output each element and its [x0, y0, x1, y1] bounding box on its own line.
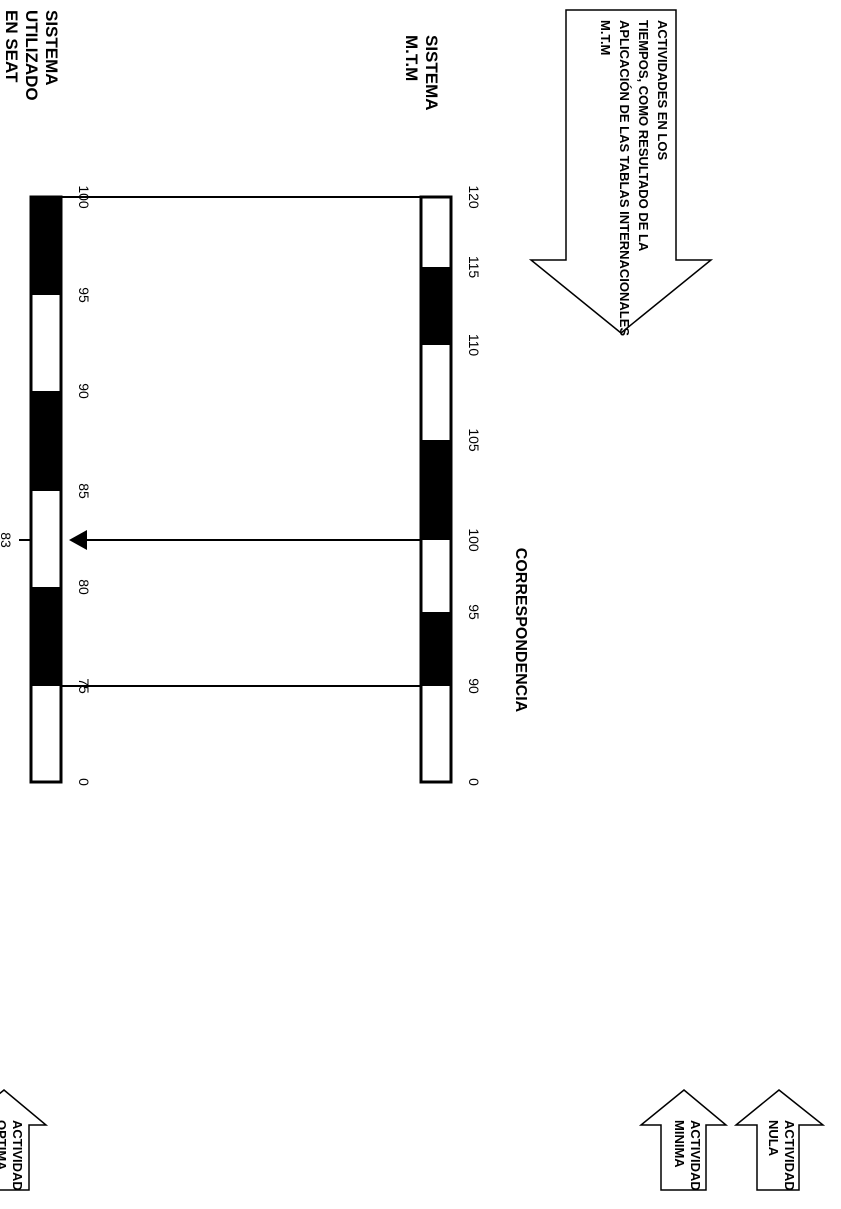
text-line: SISTEMA [422, 35, 441, 111]
text-line: EN SEAT [2, 10, 21, 83]
mtm-tick: 105 [466, 428, 482, 452]
mtm-tick: 115 [466, 256, 482, 279]
text-line: OPTIMA [0, 1120, 9, 1171]
text-line: M.T.M [598, 20, 613, 55]
text-line: M.T.M [402, 35, 421, 81]
bsi-tick: 75 [76, 678, 92, 694]
arrow-minima: ACTIVIDADMINIMA [638, 1089, 729, 1191]
mtm-bar [419, 195, 453, 784]
arrow-optima: ACTIVIDADOPTIMA [0, 1089, 49, 1191]
bsi-ticks: 100 95 90 85 80 75 0 [76, 185, 92, 786]
bsi-tick: 85 [76, 483, 92, 499]
text-line: ACTIVIDAD [10, 1120, 25, 1191]
connector-arrowhead [69, 530, 87, 550]
text-line: SISTEMA [42, 10, 61, 86]
text-line: ACTIVIDADES EN LOS [655, 20, 670, 160]
mtm-tick: 100 [466, 528, 482, 552]
text-line: NULA [766, 1120, 781, 1157]
text-line: ACTIVIDAD [782, 1120, 797, 1191]
bsi-tick: 90 [76, 383, 92, 399]
mtm-tick: 95 [466, 604, 482, 620]
text-line: APLICACIÓN DE LAS TABLAS INTERNACIONALES [617, 20, 632, 336]
mtm-ticks: 120 115 110 105 100 95 90 0 [466, 185, 482, 786]
bsi-tick: 100 [76, 185, 92, 209]
text-line: (BSI) [0, 10, 1, 50]
mtm-tick: 0 [466, 778, 482, 786]
bsi-bar [29, 195, 63, 784]
arrow-nula-text: ACTIVIDADNULA [766, 1120, 797, 1191]
bsi-tick: 0 [76, 778, 92, 786]
text-line: ACTIVIDAD [688, 1120, 703, 1191]
arrow-minima-text: ACTIVIDADMINIMA [672, 1120, 703, 1191]
bsi-tick: 80 [76, 579, 92, 595]
mtm-title: SISTEMAM.T.M [402, 35, 441, 111]
arrow-optima-text: ACTIVIDADOPTIMA [0, 1120, 25, 1191]
bsi-tick: 95 [76, 287, 92, 303]
mtm-tick: 110 [466, 334, 482, 357]
bsi-title: SISTEMAUTILIZADOEN SEAT(BSI) [0, 10, 61, 101]
mtm-tick: 90 [466, 678, 482, 694]
marker-83-label: 83 [0, 532, 14, 548]
text-line: TIEMPOS, COMO RESULTADO DE LA [636, 20, 651, 252]
mtm-tick: 120 [466, 185, 482, 209]
text-line: UTILIZADO [22, 10, 41, 101]
top-arrow-text: ACTIVIDADES EN LOS TIEMPOS, COMO RESULTAD… [598, 20, 670, 336]
arrow-nula: ACTIVIDADNULA [733, 1089, 826, 1191]
top-arrow: ACTIVIDADES EN LOS TIEMPOS, COMO RESULTAD… [528, 9, 714, 336]
correspondencia-label: CORRESPONDENCIA [512, 548, 529, 713]
text-line: MINIMA [672, 1120, 687, 1168]
